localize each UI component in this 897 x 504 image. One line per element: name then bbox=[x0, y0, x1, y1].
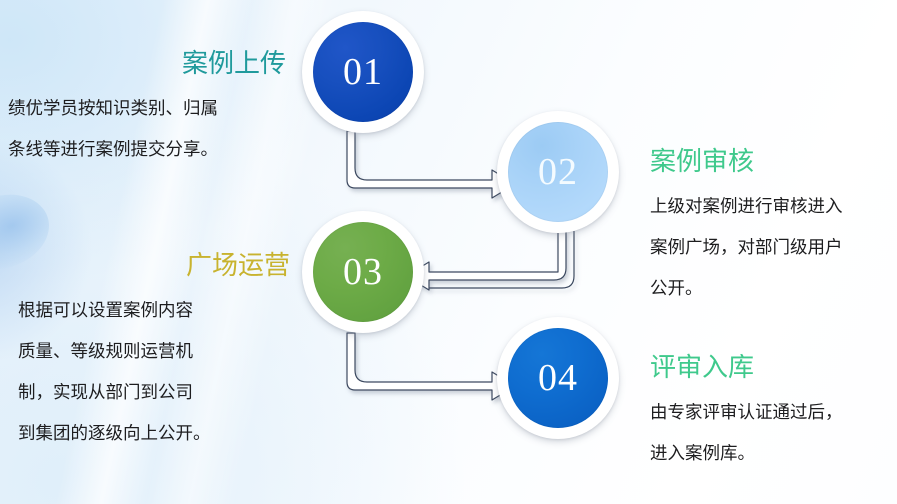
step-number-04: 04 bbox=[508, 328, 608, 428]
step-body-line: 条线等进行案例提交分享。 bbox=[8, 139, 218, 160]
step-circle-01[interactable]: 01 bbox=[302, 11, 424, 133]
step-circle-03[interactable]: 03 bbox=[302, 211, 424, 333]
step-number-02: 02 bbox=[508, 122, 608, 222]
step-title-01: 案例上传 bbox=[181, 48, 286, 78]
step-title-03: 广场运营 bbox=[185, 250, 290, 280]
step-body-line: 由专家评审认证通过后， bbox=[650, 402, 843, 423]
step-body-line: 进入案例库。 bbox=[650, 443, 755, 464]
step-body-line: 案例广场，对部门级用户 bbox=[650, 237, 843, 258]
step-body-line: 公开。 bbox=[650, 278, 703, 299]
step-title-02: 案例审核 bbox=[650, 146, 755, 176]
step-number-03: 03 bbox=[313, 222, 413, 322]
step-body-line: 到集团的逐级向上公开。 bbox=[18, 423, 211, 444]
step-text-04: 评审入库 由专家评审认证通过后， 进入案例库。 bbox=[650, 352, 897, 474]
step-circle-04[interactable]: 04 bbox=[497, 317, 619, 439]
step-number-01: 01 bbox=[313, 22, 413, 122]
step-body-line: 绩优学员按知识类别、归属 bbox=[8, 98, 218, 119]
step-body-02: 上级对案例进行审核进入 案例广场，对部门级用户 公开。 bbox=[650, 186, 897, 309]
step-text-01: 案例上传 绩优学员按知识类别、归属 条线等进行案例提交分享。 bbox=[8, 48, 292, 170]
step-body-line: 质量、等级规则运营机 bbox=[18, 341, 193, 362]
step-body-01: 绩优学员按知识类别、归属 条线等进行案例提交分享。 bbox=[8, 88, 292, 170]
step-text-02: 案例审核 上级对案例进行审核进入 案例广场，对部门级用户 公开。 bbox=[650, 146, 897, 309]
step-body-04: 由专家评审认证通过后， 进入案例库。 bbox=[650, 392, 897, 474]
step-title-04: 评审入库 bbox=[650, 352, 755, 382]
arrow-02-to-03-stem bbox=[429, 231, 575, 289]
arrow-03-to-04 bbox=[346, 332, 516, 401]
step-body-line: 上级对案例进行审核进入 bbox=[650, 196, 843, 217]
step-circle-02[interactable]: 02 bbox=[497, 111, 619, 233]
step-text-03: 广场运营 根据可以设置案例内容 质量、等级规则运营机 制，实现从部门到公司 到集… bbox=[18, 250, 294, 454]
step-body-line: 制，实现从部门到公司 bbox=[18, 382, 193, 403]
step-body-line: 根据可以设置案例内容 bbox=[18, 300, 193, 321]
arrow-01-to-02 bbox=[346, 130, 516, 199]
step-body-03: 根据可以设置案例内容 质量、等级规则运营机 制，实现从部门到公司 到集团的逐级向… bbox=[18, 290, 294, 454]
arrow-02-to-03 bbox=[405, 230, 567, 291]
